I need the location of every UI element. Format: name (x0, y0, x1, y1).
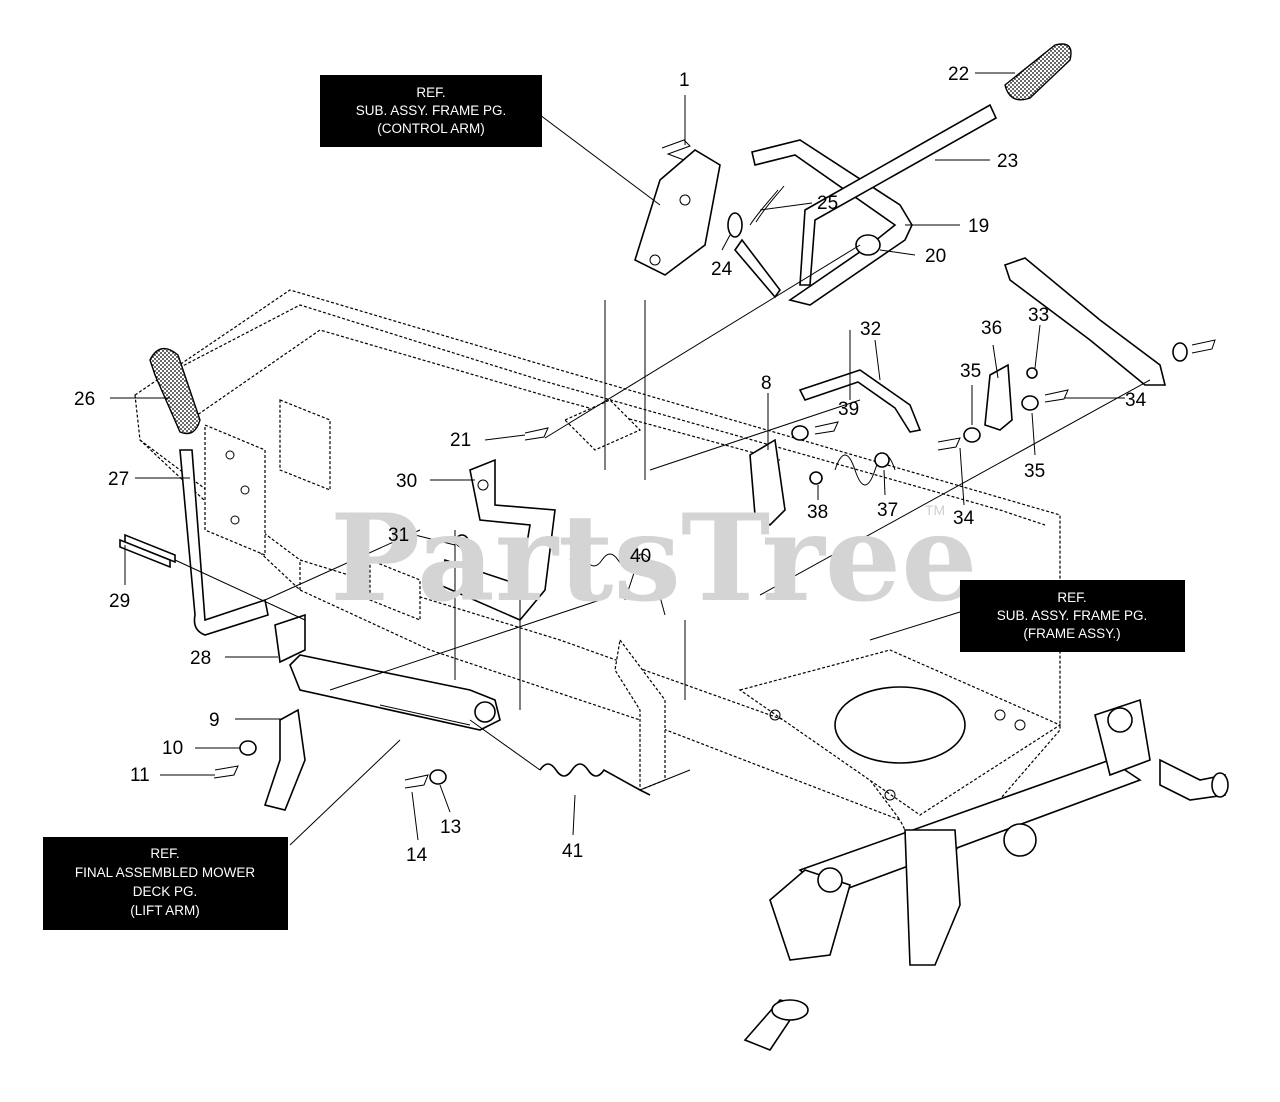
ref-box-line: REF. (1057, 590, 1086, 605)
part-label: 41 (562, 841, 583, 862)
hairpin-clip-1 (661, 139, 691, 161)
control-arm-bracket (634, 149, 721, 276)
ref-box-line: (FRAME ASSY.) (1023, 626, 1120, 641)
screw-38 (809, 471, 823, 485)
plate-8 (749, 438, 786, 527)
washer-35-a (963, 427, 981, 443)
leader-lines (110, 72, 1151, 846)
part-labels: 1 22 23 25 19 24 20 32 36 33 8 35 39 34 … (74, 64, 1147, 866)
part-label: 34 (1125, 390, 1147, 411)
hairpin-clip-21 (524, 427, 549, 441)
part-label: 1 (679, 70, 690, 91)
ref-box-line: (CONTROL ARM) (377, 121, 485, 136)
part-label: 24 (711, 259, 733, 280)
plate-28 (274, 613, 306, 664)
part-label: 10 (162, 738, 183, 759)
part-label: 36 (981, 318, 1002, 339)
washer-35-b (1021, 395, 1039, 411)
part-label: 22 (948, 64, 969, 85)
ref-box-line: REF. (416, 85, 445, 100)
ref-box-line: (LIFT ARM) (130, 903, 200, 918)
part-label: 19 (968, 216, 989, 237)
part-label: 32 (860, 319, 881, 340)
right-link-arm (1003, 257, 1167, 386)
lift-arm (289, 654, 501, 731)
watermark-tm: TM (925, 502, 945, 518)
bolts-29 (119, 533, 176, 569)
part-label: 37 (877, 500, 898, 521)
part-label: 8 (761, 373, 772, 394)
part-label: 21 (450, 430, 471, 451)
grip-26 (149, 347, 201, 435)
part-label: 23 (997, 151, 1018, 172)
part-label: 31 (388, 525, 409, 546)
ref-box-line: SUB. ASSY. FRAME PG. (997, 608, 1148, 623)
screws-31 (455, 534, 525, 579)
part-label: 39 (838, 399, 859, 420)
bracket-30 (439, 458, 556, 621)
ref-box-control-arm: REF. SUB. ASSY. FRAME PG. (CONTROL ARM) (320, 75, 542, 147)
ref-box-lift-arm: REF. FINAL ASSEMBLED MOWER DECK PG. (LIF… (43, 837, 288, 930)
washer-20 (855, 234, 881, 256)
lever-27 (179, 449, 269, 636)
part-label: 9 (209, 710, 220, 731)
spring-40 (569, 553, 666, 616)
ref-box-line: FINAL ASSEMBLED MOWER (75, 865, 256, 880)
watermark: PartsTree (330, 488, 977, 629)
part-label: 11 (130, 765, 150, 786)
part-label: 20 (925, 246, 946, 267)
ref-box-frame-assy: REF. SUB. ASSY. FRAME PG. (FRAME ASSY.) (960, 580, 1185, 652)
part-label: 27 (108, 469, 129, 490)
part-label: 25 (817, 193, 838, 214)
washer-10 (239, 740, 257, 756)
part-label: 14 (406, 845, 428, 866)
part-label: 13 (440, 817, 461, 838)
bolt-33 (1026, 367, 1038, 379)
part-label: 30 (396, 471, 417, 492)
grip-22 (1004, 43, 1072, 101)
frame-assembly (134, 289, 1229, 1051)
spring-25 (749, 185, 785, 226)
rod-32 (798, 369, 922, 433)
spring-41 (539, 763, 651, 796)
part-label: 38 (807, 502, 828, 523)
nut-37 (874, 452, 890, 468)
plate-9 (263, 708, 306, 811)
ref-box-line: DECK PG. (133, 884, 198, 899)
part-label: 33 (1028, 305, 1049, 326)
lever-23 (799, 103, 998, 286)
part-label: 40 (630, 546, 651, 567)
shift-rod-19 (751, 139, 913, 306)
hairpin-clip-34-a (937, 437, 961, 451)
part-label: 29 (109, 591, 130, 612)
part-label: 26 (74, 389, 95, 410)
hairpin-clip-11 (213, 765, 239, 779)
washer-13 (429, 769, 447, 785)
part-label: 35 (960, 361, 981, 382)
ref-box-line: REF. (150, 846, 179, 861)
bushing-24 (727, 212, 743, 238)
part-label: 35 (1024, 461, 1045, 482)
ref-box-line: SUB. ASSY. FRAME PG. (356, 103, 507, 118)
hairpin-clip-34-b (1044, 389, 1069, 403)
plate-36 (984, 363, 1013, 431)
hairpin-clip-14 (404, 774, 429, 789)
part-label: 34 (953, 508, 975, 529)
part-label: 28 (190, 648, 211, 669)
